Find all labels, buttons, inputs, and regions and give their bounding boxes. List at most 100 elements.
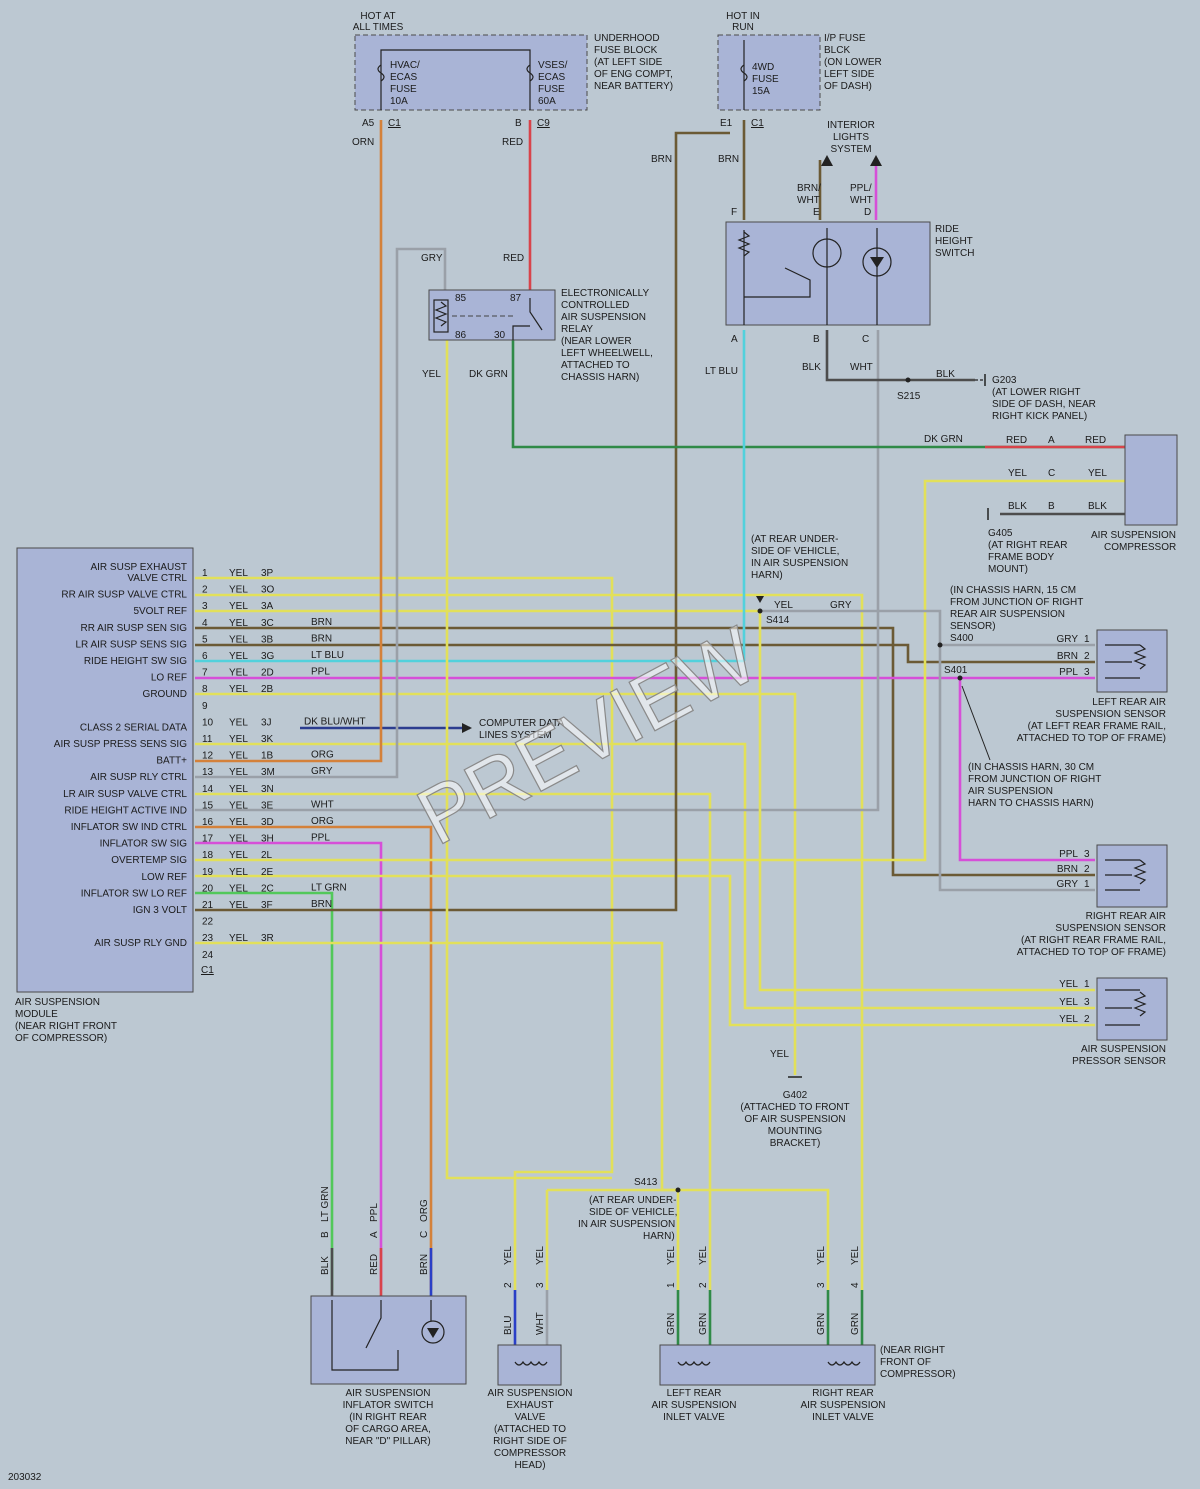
wire-label: YEL	[422, 369, 441, 380]
module-pin-label: INFLATOR SW LO REF	[81, 888, 187, 899]
ride-height-box	[725, 221, 931, 326]
wire-label: YEL	[774, 600, 793, 611]
wire-label: RED	[502, 137, 523, 148]
module-pin-label: LR AIR SUSP VALVE CTRL	[63, 789, 187, 800]
module-pin-number: 14	[202, 784, 214, 795]
module-out-wire-label: LT GRN	[311, 882, 347, 893]
ground-label: G402	[783, 1090, 808, 1101]
ground-desc: SIDE OF DASH, NEAR	[992, 399, 1096, 410]
module-pin-cavity: 3N	[261, 784, 274, 795]
splice-desc: FROM JUNCTION OF RIGHT	[950, 597, 1083, 608]
sensor-pin-number: 3	[1084, 849, 1090, 860]
wire-pin5-brn	[195, 643, 1095, 664]
module-pin-number: 18	[202, 850, 214, 861]
wire-pin17-ppl	[195, 841, 383, 1290]
preview-watermark: PREVIEW	[403, 610, 771, 862]
fuse-bus	[380, 49, 531, 110]
led-icon	[421, 1320, 445, 1344]
wire-pin1-exhaust	[195, 576, 614, 1290]
module-pin-label: INFLATOR SW IND CTRL	[71, 822, 188, 833]
module-out-wire-label: BRN	[311, 617, 332, 628]
sensor-wire-label: BRN	[1057, 651, 1078, 662]
coil-icon	[827, 1360, 861, 1366]
module-pin-cavity: 3M	[261, 767, 275, 778]
fuse-symbol	[377, 64, 385, 82]
module-pin-cavity: 3P	[261, 568, 274, 579]
sensor-desc: SUSPENSION SENSOR	[1055, 923, 1166, 934]
splice-desc: IN AIR SUSPENSION	[578, 1219, 675, 1230]
wire-s414-gry	[760, 609, 1095, 892]
module-pin-number: 5	[202, 634, 208, 645]
splice-label: S413	[634, 1177, 658, 1188]
fuse-label: FUSE	[752, 74, 779, 85]
ip-fuse-desc: (ON LOWER	[824, 57, 882, 68]
module-pin-number: 10	[202, 717, 214, 728]
fuse-label: ECAS	[538, 72, 566, 83]
module-pin-label: GROUND	[143, 689, 187, 700]
module-pin-cavity: 3A	[261, 601, 274, 612]
module-pin-wire-color: YEL	[229, 800, 248, 811]
fuse-label: 15A	[752, 86, 770, 97]
module-out-wire-label: ORG	[311, 816, 334, 827]
wire-pin12-orn	[195, 120, 383, 763]
module-pin-label: LR AIR SUSP SENS SIG	[75, 639, 187, 650]
connector-label: C1	[751, 118, 764, 129]
module-pin-cavity: 3J	[261, 717, 272, 728]
coil-icon	[514, 1360, 548, 1366]
connector-lower-wire-label: GRN	[698, 1313, 709, 1335]
connector-lower-wire-label: RED	[369, 1254, 380, 1275]
wire-s414-yel	[758, 611, 1095, 992]
wire-label: BLK	[1088, 501, 1107, 512]
inlet-location: FRONT OF	[880, 1357, 931, 1368]
wire-pin23-rly-gnd	[195, 941, 678, 1192]
connector-pin-label: C	[419, 1231, 430, 1238]
splice-label: S401	[944, 665, 968, 676]
wire-label: ORN	[352, 137, 374, 148]
connector-pin-label: A	[369, 1231, 380, 1238]
press-sensor-box	[1096, 977, 1168, 1041]
module-pin-cavity: 3E	[261, 800, 274, 811]
fuse-label: FUSE	[538, 84, 565, 95]
module-pin-label: AIR SUSP EXHAUST	[90, 562, 187, 573]
module-pin-label: LOW REF	[141, 872, 187, 883]
fuse-label: 4WD	[752, 62, 774, 73]
sensor-desc: (AT RIGHT REAR FRAME RAIL,	[1021, 935, 1166, 946]
module-pin-number: 19	[202, 867, 214, 878]
relay-pin: 86	[455, 330, 467, 341]
fuse-label: FUSE	[390, 84, 417, 95]
sensor-wire-label: GRY	[1057, 634, 1079, 645]
sensor-desc: RIGHT REAR AIR	[1086, 911, 1166, 922]
connector-upper-wire-label: YEL	[503, 1246, 514, 1265]
wire-label: YEL	[1088, 468, 1107, 479]
relay-box	[428, 289, 556, 341]
module-pin-number: 21	[202, 900, 214, 911]
sensor-wire-label: YEL	[1059, 997, 1078, 1008]
module-pin-label: AIR SUSP PRESS SENS SIG	[54, 739, 187, 750]
connector-upper-wire-label: ORG	[419, 1199, 430, 1222]
module-pin-label: VALVE CTRL	[127, 573, 187, 584]
inflator-desc: INFLATOR SWITCH	[343, 1400, 434, 1411]
ground-desc: FRAME BODY	[988, 552, 1054, 563]
arrow-right-icon	[462, 723, 472, 733]
fuse-block-desc: OF ENG COMPT,	[594, 69, 673, 80]
diagram-code: 203032	[8, 1472, 42, 1483]
module-pin-wire-color: YEL	[229, 568, 248, 579]
ground-desc: OF AIR SUSPENSION	[744, 1114, 845, 1125]
module-pin-cavity: 3H	[261, 834, 274, 845]
ground-label: G405	[988, 528, 1013, 539]
module-pin-wire-color: YEL	[229, 933, 248, 944]
module-pin-label: BATT+	[156, 756, 187, 767]
connector-pin-label: 4	[850, 1282, 861, 1288]
pin-label: E	[813, 207, 820, 218]
wire-pin11-press	[195, 742, 1095, 1010]
module-pin-cavity: 2B	[261, 684, 274, 695]
wire-label: WHT	[797, 195, 820, 206]
module-pin-number: 2	[202, 585, 208, 596]
wire-label: RED	[503, 253, 524, 264]
connector-label: C9	[537, 118, 550, 129]
inlet-desc: AIR SUSPENSION	[651, 1400, 736, 1411]
ride-height-desc: SWITCH	[935, 248, 974, 259]
ride-height-switch: INTERIOR LIGHTS SYSTEM BRN/ WHT PPL/ WHT…	[705, 120, 1096, 422]
